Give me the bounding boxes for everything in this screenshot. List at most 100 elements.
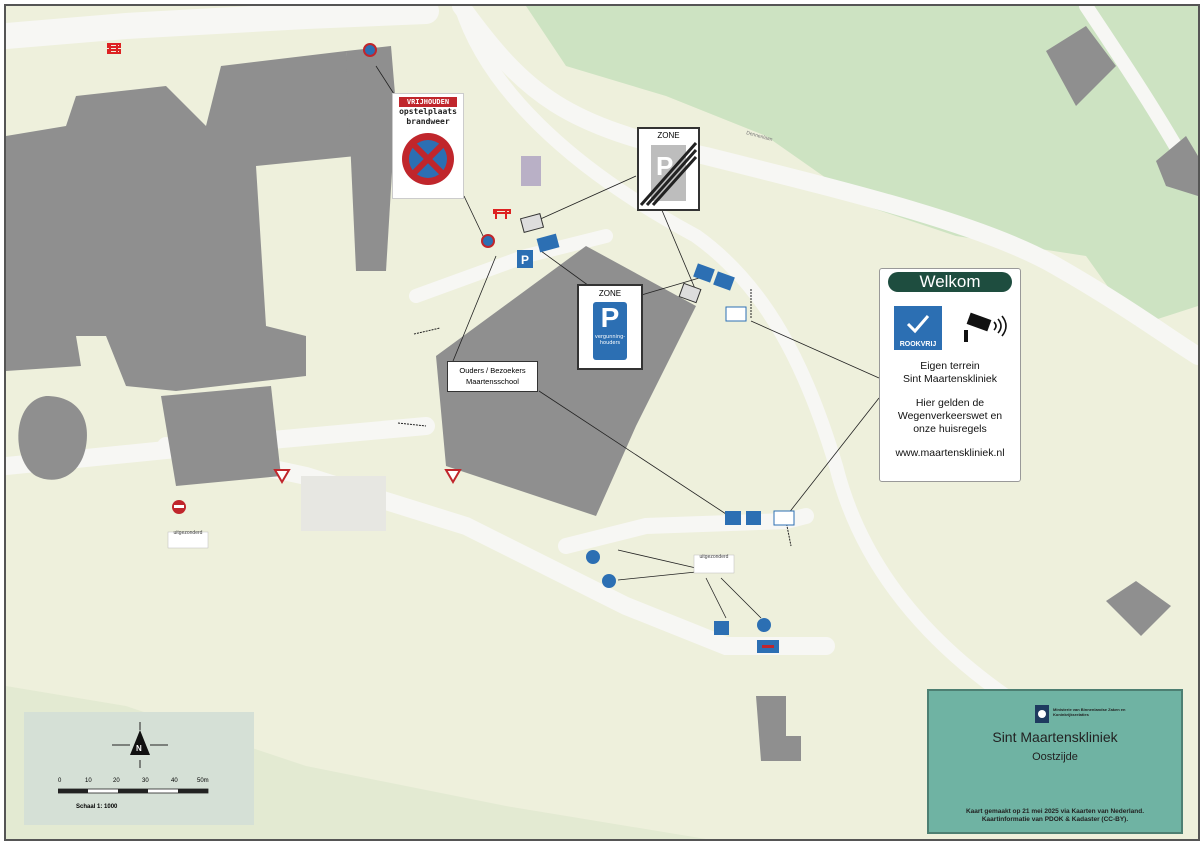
brandweer-line2: brandweer bbox=[406, 117, 450, 126]
welkom-line3: Hier gelden de bbox=[915, 397, 985, 409]
no-entry-bar bbox=[174, 505, 184, 508]
brandweer-line1: opstelplaats bbox=[399, 107, 457, 116]
building-northeast bbox=[1046, 26, 1116, 106]
vrijhouden-tag: VRIJHOUDEN bbox=[399, 97, 457, 107]
building-round bbox=[18, 396, 87, 480]
brandweer-marker-icon bbox=[493, 209, 511, 219]
scale-ticks: 0 10 20 30 40 50m bbox=[58, 778, 218, 788]
welkom-line4: Wegenverkeerswet en bbox=[897, 410, 1003, 422]
bike-exception-sign bbox=[693, 554, 735, 574]
parking-sign-icon bbox=[725, 306, 747, 322]
no-stopping-sign-icon bbox=[481, 234, 495, 248]
leader-line bbox=[617, 571, 697, 581]
building-main-west bbox=[6, 51, 356, 391]
map-title: Sint Maartenskliniek bbox=[992, 729, 1118, 745]
no-stopping-large-icon bbox=[402, 133, 454, 185]
one-way-sign-icon bbox=[713, 271, 735, 291]
road-ring bbox=[454, 6, 1013, 703]
leader-line bbox=[617, 549, 697, 569]
building-central-tall bbox=[346, 46, 396, 271]
road-upper-left bbox=[6, 6, 439, 49]
scale-tick: 40 bbox=[171, 778, 178, 784]
leader-line bbox=[535, 175, 637, 222]
zone-parking-sub: vergunning- houders bbox=[594, 334, 626, 346]
building-small-north bbox=[521, 156, 541, 186]
road-lower-loop bbox=[558, 508, 814, 554]
leader-line bbox=[637, 275, 707, 297]
leader-line bbox=[463, 195, 485, 239]
parking-sign-icon bbox=[725, 511, 741, 525]
mandatory-direction-icon bbox=[602, 574, 616, 588]
leader-line bbox=[375, 65, 395, 95]
no-stopping-sign-icon bbox=[363, 43, 377, 57]
scale-tick: 50m bbox=[197, 778, 209, 784]
zone-parking-letter: P bbox=[600, 302, 620, 333]
building-small-court bbox=[301, 476, 386, 531]
leader-line bbox=[750, 320, 880, 379]
building-east bbox=[1156, 136, 1198, 196]
leader-line bbox=[660, 207, 697, 292]
mandatory-direction-icon bbox=[586, 550, 600, 564]
parking-sign-icon bbox=[693, 263, 715, 283]
ministry-name: Ministerie van Binnenlandse Zaken en Kon… bbox=[1053, 707, 1126, 717]
ouders-line1: Ouders / Bezoekers bbox=[459, 366, 526, 375]
barrier bbox=[413, 327, 441, 335]
map-signs: P bbox=[107, 43, 795, 653]
exception-label: uitgezonderd bbox=[173, 530, 203, 536]
rookvrij-label: ROOKVRIJ bbox=[899, 341, 937, 348]
leader-line bbox=[787, 397, 880, 515]
rookvrij-badge: ROOKVRIJ bbox=[894, 306, 942, 350]
scale-tick: 10 bbox=[85, 778, 92, 784]
building-southwest bbox=[161, 386, 281, 486]
zone-end-mini-icon bbox=[519, 213, 545, 233]
zone-parking-sign: ZONE P vergunning- houders bbox=[577, 284, 643, 370]
road-dennenlaan bbox=[452, 6, 1198, 365]
ouders-line2: Maartensschool bbox=[466, 377, 519, 386]
welkom-line1: Eigen terrein bbox=[920, 360, 980, 372]
credit-line2: Kaartinformatie van PDOK & Kadaster (CC-… bbox=[981, 816, 1129, 823]
leader-line bbox=[450, 255, 497, 367]
zone-label: ZONE bbox=[598, 289, 622, 298]
scale-tick: 0 bbox=[58, 778, 62, 784]
parking-sign-icon bbox=[517, 250, 533, 268]
zone-end-icon: P bbox=[639, 142, 698, 207]
ministry-logo-icon bbox=[1035, 705, 1049, 723]
building-southeast bbox=[1106, 581, 1171, 636]
title-block: Ministerie van Binnenlandse Zaken en Kon… bbox=[927, 689, 1183, 834]
checkmark-icon bbox=[906, 315, 930, 334]
north-label: N bbox=[136, 744, 142, 753]
bike-exception-sign bbox=[167, 531, 209, 549]
scale-bar bbox=[58, 788, 209, 794]
welkom-header: Welkom bbox=[888, 272, 1012, 292]
yield-sign-icon bbox=[273, 469, 291, 484]
barrier bbox=[397, 422, 427, 427]
dead-end-bar bbox=[762, 645, 774, 648]
leader-line bbox=[720, 577, 762, 619]
direction-sign-icon bbox=[746, 511, 761, 525]
zone-end-mini-icon bbox=[678, 282, 702, 304]
north-arrow-icon bbox=[112, 722, 168, 768]
camera-icon bbox=[964, 312, 1007, 342]
scale-tick: 20 bbox=[113, 778, 120, 784]
zone-end-label: ZONE bbox=[657, 131, 680, 140]
welkom-line5: onze huisregels bbox=[913, 423, 987, 435]
scale-legend: N 0 10 20 30 40 50m Schaal 1: 1000 bbox=[24, 712, 254, 825]
ouders-label: Ouders / Bezoekers Maartensschool bbox=[447, 361, 538, 392]
mandatory-direction-icon bbox=[757, 618, 771, 632]
yield-sign-icon bbox=[444, 469, 462, 484]
credit-line1: Kaart gemaakt op 21 mei 2025 via Kaarten… bbox=[965, 808, 1145, 815]
parking-letter: P bbox=[521, 253, 529, 267]
map-subtitle: Oostzijde bbox=[1032, 751, 1078, 763]
brandweer-marker-icon bbox=[107, 43, 121, 54]
map-frame: Dennenlaan bbox=[4, 4, 1200, 841]
scale-text: Schaal 1: 1000 bbox=[76, 804, 118, 810]
zone-parking-panel: P vergunning- houders bbox=[593, 302, 627, 360]
welkom-url[interactable]: www.maartenskliniek.nl bbox=[895, 447, 1005, 459]
brandweer-sign: VRIJHOUDEN opstelplaats brandweer bbox=[392, 93, 464, 199]
building-small-south bbox=[756, 696, 801, 761]
welkom-sign: Welkom ROOKVRIJ Eigen terrein Sint Maart… bbox=[879, 268, 1021, 482]
direction-sign-icon bbox=[714, 621, 729, 635]
parking-sign-icon bbox=[773, 510, 795, 526]
leader-line bbox=[538, 390, 727, 515]
scale-tick: 30 bbox=[142, 778, 149, 784]
